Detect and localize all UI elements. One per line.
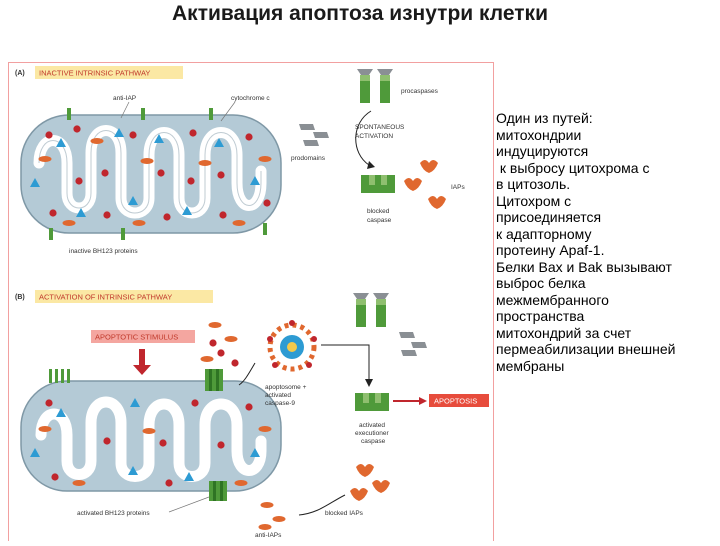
activated-caspase-b — [355, 393, 389, 411]
mitochondrion-b — [20, 380, 282, 492]
procaspases-b — [353, 293, 389, 327]
description-line: к адапторному — [496, 225, 592, 242]
iaps-a — [404, 160, 446, 209]
description-line: мембраны — [496, 357, 565, 374]
description-line: протеину Apaf-1. — [496, 242, 605, 258]
label-activated-bh123: activated BH123 proteins — [77, 510, 150, 517]
panel-a-heading: INACTIVE INTRINSIC PATHWAY — [39, 69, 150, 78]
mitochondrion-a — [20, 114, 282, 234]
label-procaspases: procaspases — [401, 88, 439, 95]
description-line: в цитозоль. — [496, 176, 571, 192]
panel-a-letter: (A) — [15, 70, 25, 77]
label-anti-iap: anti-IAP — [113, 95, 136, 102]
bh123-channels-a — [49, 108, 267, 240]
label-activated-c9: activated — [265, 392, 291, 399]
label-iaps: IAPs — [451, 184, 465, 191]
label-caspase: caspase — [367, 217, 392, 224]
label-inactive-bh123: inactive BH123 proteins — [69, 248, 138, 255]
apoptosis-box — [429, 394, 489, 407]
description-text: Один из путей: митохондрии индуцируются … — [496, 110, 718, 374]
figure-svg: (A) INACTIVE INTRINSIC PATHWAY — [15, 66, 489, 539]
stimulus-arrows — [133, 349, 151, 375]
prodomains-b — [399, 332, 427, 356]
description-line: межмембранного — [496, 291, 609, 308]
panel-a-heading-bg — [35, 66, 183, 79]
panel-b-letter: (B) — [15, 294, 25, 301]
description-line: индуцируются — [496, 143, 589, 159]
procaspases-a — [357, 69, 393, 103]
apoptosome — [267, 320, 317, 372]
description-line: митохондрии — [496, 126, 582, 143]
label-apoptotic-stimulus: APOPTOTIC STIMULUS — [95, 333, 178, 342]
label-blocked: blocked — [367, 208, 390, 215]
blocked-caspase-a — [361, 175, 395, 193]
label-anti-iaps: anti-IAPs — [255, 532, 282, 539]
apoptotic-stimulus-box — [91, 330, 195, 343]
description-line: пермеабилизации внешней — [496, 341, 676, 357]
label-executioner: executioner — [355, 430, 389, 437]
apoptosis-figure: (A) INACTIVE INTRINSIC PATHWAY — [8, 62, 494, 541]
label-activated: activated — [359, 422, 385, 429]
label-activation: ACTIVATION — [355, 133, 393, 140]
page-title: Активация апоптоза изнутри клетки — [172, 2, 548, 25]
label-cytochrome-c: cytochrome c — [231, 95, 270, 102]
description-line: Один из путей: — [496, 110, 593, 126]
description-line: Белки Bax и Bak вызывают — [496, 258, 672, 275]
label-spontaneous: SPONTANEOUS — [355, 124, 405, 131]
panel-b-heading-bg — [35, 290, 213, 303]
description-line: выброс белка — [496, 275, 586, 291]
description-line: присоединяется — [496, 209, 602, 225]
bh123-channels-b — [49, 369, 227, 501]
description-line: пространства — [496, 308, 585, 324]
label-prodomains: prodomains — [291, 155, 326, 162]
label-blocked-iaps: blocked IAPs — [325, 510, 364, 517]
panel-b-heading: ACTIVATION OF INTRINSIC PATHWAY — [39, 293, 172, 302]
blocked-iaps-b — [350, 464, 390, 501]
released-molecules — [200, 322, 239, 367]
label-apoptosis: APOPTOSIS — [434, 397, 477, 406]
anti-iaps-b — [258, 502, 286, 530]
description-line: Цитохром с — [496, 192, 572, 209]
arrow-spontaneous — [355, 110, 372, 166]
prodomains-a — [299, 124, 329, 146]
label-caspase-9: caspase-9 — [265, 400, 295, 407]
description-line: митохондрий за счет — [496, 324, 632, 341]
label-apoptosome: apoptosome + — [265, 384, 307, 391]
label-caspase-exec: caspase — [361, 438, 386, 445]
description-line: к выбросу цитохрома с — [496, 159, 650, 176]
